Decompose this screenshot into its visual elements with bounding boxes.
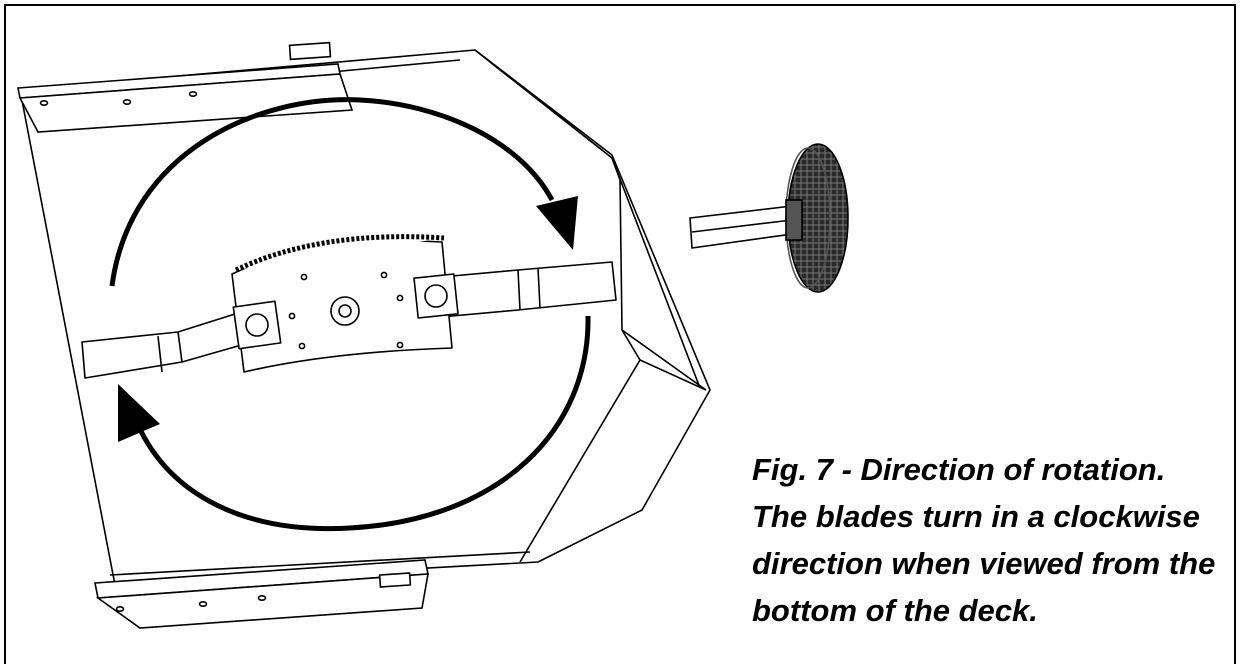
caption-line: bottom of the deck.: [752, 593, 1038, 628]
caption-line: Fig. 7 - Direction of rotation.: [752, 452, 1166, 487]
wheel-axle: [689, 205, 793, 249]
caption-line: direction when viewed from the: [752, 546, 1216, 581]
mower-deck-diagram: [17, 41, 849, 629]
bottom-rail: [94, 559, 429, 629]
clockwise-arrow-icon: [109, 97, 591, 532]
wheel-icon: [785, 143, 849, 293]
figure-caption: Fig. 7 - Direction of rotation. The blad…: [752, 446, 1238, 634]
blade-icon: [81, 234, 617, 379]
top-rail: [17, 41, 354, 133]
figure-frame: [4, 4, 1236, 664]
caption-line: The blades turn in a clockwise: [752, 499, 1200, 534]
